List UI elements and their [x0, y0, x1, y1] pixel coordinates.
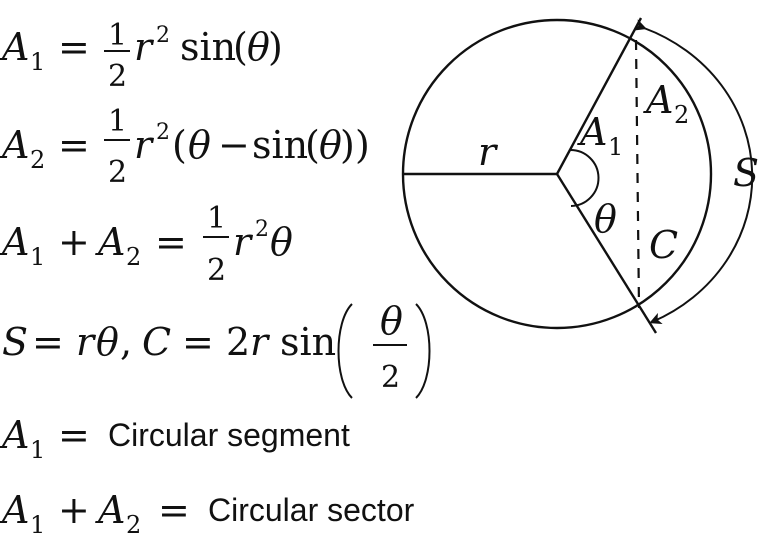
equation-4: S = r θ , C = 2 r sin θ 2: [2, 299, 431, 399]
eq1-sub: 1: [30, 48, 45, 76]
eq1-r: r: [134, 25, 155, 69]
circle-diagram: r A 1 A 2 θ C S: [401, 17, 759, 334]
eq4-r: r: [76, 320, 97, 364]
def2-plus: +: [58, 488, 90, 532]
eq4-r2: r: [250, 320, 271, 364]
eq1-A: A: [0, 25, 29, 69]
eq2-rparen-inner: ): [340, 123, 355, 167]
eq2-rparen-outer: ): [355, 123, 370, 167]
eq2-theta-2: θ: [319, 123, 342, 167]
eq4-equals-1: =: [32, 320, 64, 364]
eq3-A1: A: [0, 220, 29, 264]
eq4-frac-theta: θ: [380, 299, 403, 343]
eq3-frac-num: 1: [207, 201, 226, 236]
eq2-equals: =: [58, 123, 90, 167]
eq3-frac-den: 2: [207, 253, 226, 288]
def2-A1: A: [0, 488, 29, 532]
eq4-big-lparen: [337, 303, 353, 399]
label-A1-sub: 1: [608, 133, 623, 161]
label-S: S: [733, 151, 759, 195]
eq2-sin: sin: [252, 123, 308, 167]
eq1-rparen: ): [268, 25, 283, 69]
def2-equals: =: [158, 488, 190, 532]
eq2-r: r: [134, 123, 155, 167]
def1-equals: =: [58, 413, 90, 457]
eq3-equals: =: [155, 220, 187, 264]
eq3-A1-sub: 1: [30, 243, 45, 271]
eq2-r-sq: 2: [156, 120, 170, 145]
label-r: r: [478, 130, 499, 174]
eq4-S: S: [2, 320, 28, 364]
eq1-frac-num: 1: [108, 18, 127, 53]
eq2-frac-den: 2: [108, 155, 127, 190]
label-C: C: [649, 223, 678, 267]
eq3-r: r: [233, 220, 254, 264]
radius-upper-extended: [555, 17, 643, 175]
equation-1: A 1 = 1 2 r 2 sin ( θ ): [0, 18, 283, 94]
label-A1: A: [577, 110, 607, 154]
eq2-A: A: [0, 123, 29, 167]
eq4-theta: θ: [96, 320, 119, 364]
eq3-r-sq: 2: [255, 217, 269, 242]
eq2-sub: 2: [30, 146, 45, 174]
eq2-lparen-inner: (: [305, 123, 320, 167]
eq4-C: C: [142, 320, 171, 364]
def1-text: Circular segment: [108, 417, 350, 453]
label-A2-sub: 2: [674, 101, 689, 129]
def2-A2: A: [95, 488, 125, 532]
eq4-equals-2: =: [182, 320, 214, 364]
theta-angle-arc: [569, 148, 600, 207]
def2-A1-sub: 1: [30, 511, 45, 535]
eq2-lparen-outer: (: [172, 123, 187, 167]
eq3-plus: +: [58, 220, 90, 264]
eq1-frac-den: 2: [108, 59, 127, 94]
def1-sub: 1: [30, 436, 45, 464]
def2-A2-sub: 2: [126, 511, 141, 535]
eq2-minus: −: [218, 123, 250, 167]
eq2-frac-num: 1: [108, 104, 127, 139]
eq4-comma: ,: [120, 320, 132, 364]
equation-2: A 2 = 1 2 r 2 ( θ − sin ( θ ) ): [0, 104, 370, 190]
equation-3: A 1 + A 2 = 1 2 r 2 θ: [0, 201, 293, 288]
eq2-theta-1: θ: [188, 123, 211, 167]
eq4-two: 2: [226, 320, 250, 364]
eq3-A2-sub: 2: [126, 243, 141, 271]
eq1-theta: θ: [247, 25, 270, 69]
label-theta: θ: [594, 197, 617, 241]
arc-length-arrow: [633, 19, 754, 324]
eq1-equals: =: [58, 25, 90, 69]
eq3-theta: θ: [270, 220, 293, 264]
definition-sector: A 1 + A 2 = Circular sector: [0, 488, 415, 535]
definition-segment: A 1 = Circular segment: [0, 413, 350, 464]
eq4-big-rparen: [415, 303, 431, 399]
eq4-frac-den: 2: [381, 360, 400, 395]
def1-A: A: [0, 413, 29, 457]
def2-text: Circular sector: [208, 492, 415, 528]
eq4-sin: sin: [280, 320, 336, 364]
chord-dashed: [634, 39, 641, 309]
eq1-r-sq: 2: [156, 23, 170, 48]
eq1-lparen: (: [233, 25, 248, 69]
label-A2: A: [643, 78, 673, 122]
eq3-A2: A: [95, 220, 125, 264]
eq1-sin: sin: [180, 25, 236, 69]
